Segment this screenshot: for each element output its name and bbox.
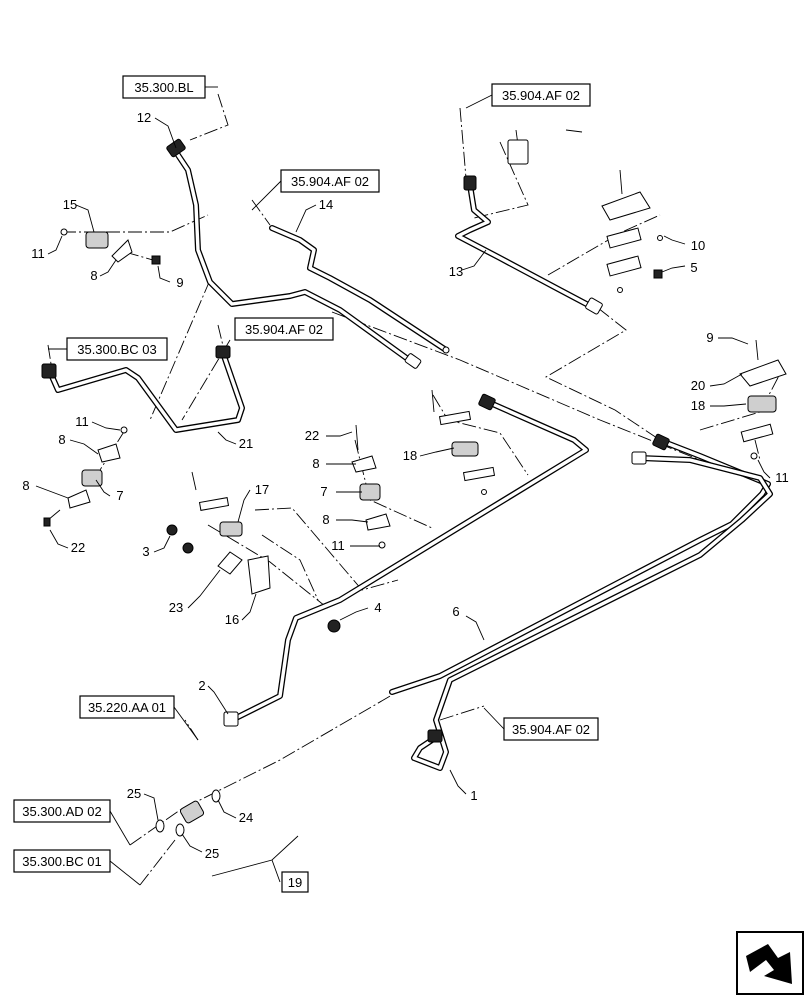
callout-label: 10 <box>691 238 705 253</box>
reference-boxes: 35.300.BL 35.904.AF 02 35.904.AF 02 35.3… <box>13 75 599 893</box>
callout-label: 9 <box>706 330 713 345</box>
clamp-15 <box>85 231 109 249</box>
callout-label: 4 <box>374 600 381 615</box>
bracket-group-right-top <box>507 129 663 293</box>
callout-label: 2 <box>198 678 205 693</box>
callout-label: 8 <box>22 478 29 493</box>
callout-numbers: 12 15 11 8 9 14 13 10 5 9 20 18 11 11 8 … <box>22 110 788 861</box>
tube-6-assembly <box>389 433 771 695</box>
callout-label: 8 <box>90 268 97 283</box>
callout-label: 16 <box>225 612 239 627</box>
reference-label: 35.220.AA 01 <box>88 700 166 715</box>
clamp-group-center <box>351 424 391 549</box>
reference-box[interactable]: 35.300.AD 02 <box>13 799 131 846</box>
callout-label: 25 <box>127 786 141 801</box>
reference-box[interactable]: 35.300.BC 03 <box>48 337 168 361</box>
callout-label: 6 <box>452 604 459 619</box>
callout-label: 11 <box>331 538 345 553</box>
tube-21-assembly <box>41 345 245 433</box>
clamp-group-left <box>60 228 161 265</box>
reference-box[interactable]: 35.220.AA 01 <box>79 695 199 741</box>
reference-box[interactable]: 19 <box>211 835 309 893</box>
clamp-group-mid-left <box>43 426 128 527</box>
clamp-group-18-center <box>431 389 496 495</box>
callout-label: 5 <box>690 260 697 275</box>
callout-label: 7 <box>116 488 123 503</box>
reference-label: 19 <box>288 875 302 890</box>
callout-label: 17 <box>255 482 269 497</box>
callout-label: 22 <box>71 540 85 555</box>
reference-label: 35.300.BC 01 <box>22 854 102 869</box>
reference-label: 35.904.AF 02 <box>502 88 580 103</box>
callout-label: 1 <box>470 788 477 803</box>
callout-label: 11 <box>75 414 89 429</box>
next-page-arrow-icon[interactable] <box>736 931 804 995</box>
clamp-group-17-bracket <box>166 471 341 633</box>
nut-4 <box>327 619 341 633</box>
reference-label: 35.300.AD 02 <box>22 804 102 819</box>
reference-label: 35.300.BC 03 <box>77 342 157 357</box>
callout-leaders <box>35 117 771 853</box>
callout-label: 21 <box>239 436 253 451</box>
tube-13-assembly <box>455 175 603 315</box>
callout-label: 12 <box>137 110 151 125</box>
callout-label: 18 <box>403 448 417 463</box>
callout-label: 9 <box>176 275 183 290</box>
bracket-group-right <box>739 339 787 460</box>
bracket-23 <box>217 551 243 575</box>
reference-box[interactable]: 35.300.BL <box>122 75 218 99</box>
reference-label: 35.300.BL <box>134 80 193 95</box>
callout-label: 8 <box>322 512 329 527</box>
tube-1-assembly <box>411 451 773 771</box>
callout-label: 23 <box>169 600 183 615</box>
tube-13-fitting-bottom <box>585 297 603 315</box>
fittings-lower-left <box>155 789 221 837</box>
callout-label: 15 <box>63 197 77 212</box>
tube-12-end-nut <box>404 353 422 369</box>
reference-box[interactable]: 35.904.AF 02 <box>234 317 334 341</box>
tube-2-assembly <box>223 393 589 727</box>
callout-label: 13 <box>449 264 463 279</box>
reference-label: 35.904.AF 02 <box>291 174 369 189</box>
callout-label: 25 <box>205 846 219 861</box>
reference-box[interactable]: 35.300.BC 01 <box>13 849 141 886</box>
bracket-16 <box>247 555 271 595</box>
reference-box[interactable]: 35.904.AF 02 <box>465 83 591 109</box>
reference-label: 35.904.AF 02 <box>512 722 590 737</box>
reference-box[interactable]: 35.904.AF 02 <box>483 707 599 741</box>
tube-14-assembly <box>269 225 450 354</box>
center-lines <box>47 93 783 886</box>
callout-label: 24 <box>239 810 253 825</box>
clamp-18-right <box>747 395 777 413</box>
bracket-20 <box>739 359 787 387</box>
reference-box[interactable]: 35.904.AF 02 <box>251 169 380 211</box>
callout-label: 3 <box>142 544 149 559</box>
callout-label: 22 <box>305 428 319 443</box>
callout-label: 8 <box>312 456 319 471</box>
callout-label: 8 <box>58 432 65 447</box>
callout-label: 20 <box>691 378 705 393</box>
callout-label: 11 <box>775 470 789 485</box>
reference-label: 35.904.AF 02 <box>245 322 323 337</box>
callout-label: 7 <box>320 484 327 499</box>
callout-label: 11 <box>31 246 45 261</box>
tube-13-fitting-top <box>463 175 477 191</box>
callout-label: 14 <box>319 197 333 212</box>
callout-label: 18 <box>691 398 705 413</box>
